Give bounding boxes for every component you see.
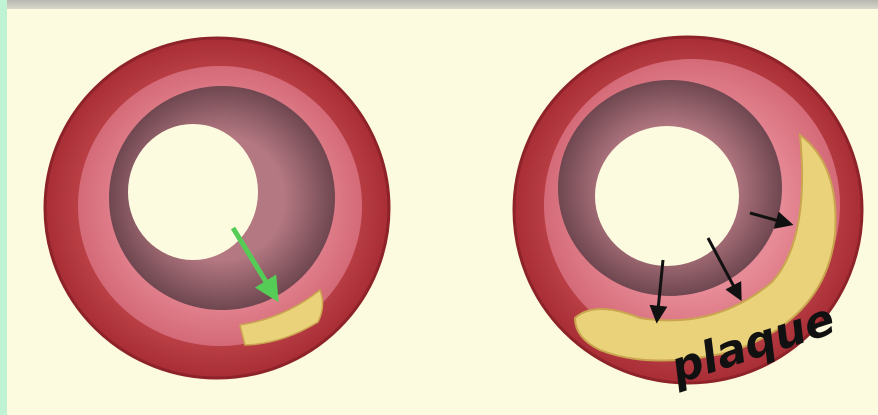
healthy-artery [45, 38, 389, 378]
blocked-artery: plaque [514, 37, 862, 395]
blocked-lumen-opening [595, 126, 739, 266]
